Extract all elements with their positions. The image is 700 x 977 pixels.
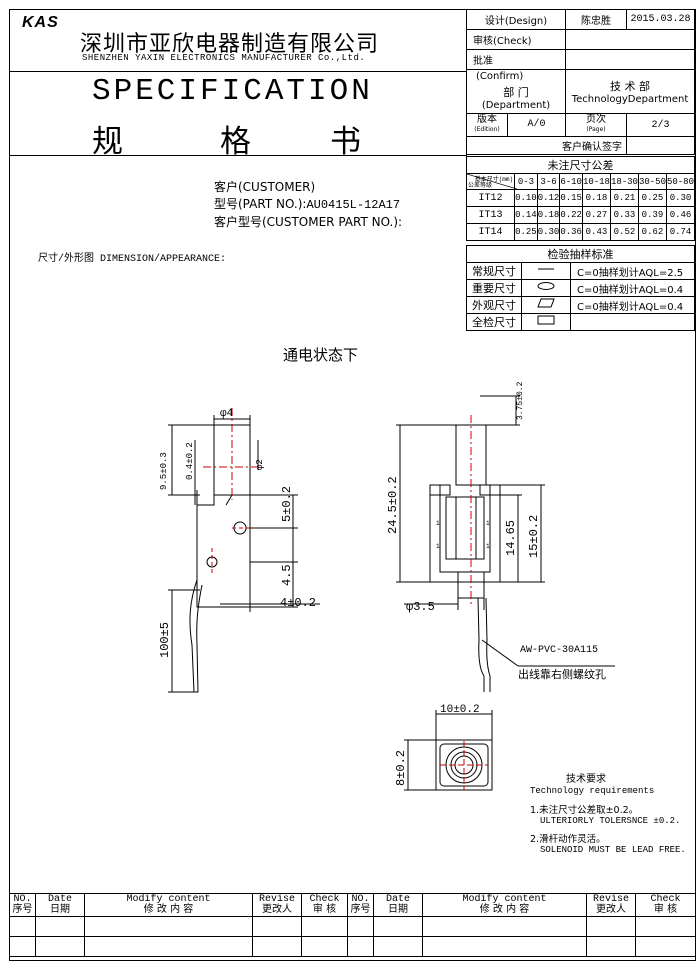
svg-text:1: 1 <box>486 520 490 527</box>
dim-24-5: 24.5±0.2 <box>386 476 400 534</box>
dim-phi3-5: φ3.5 <box>406 600 435 614</box>
table-row: 全检尺寸 <box>466 313 695 331</box>
side-view <box>168 408 320 693</box>
dim-10: 10±0.2 <box>440 704 480 716</box>
spec-title-cn-3: 书 <box>330 124 361 160</box>
page-value: 2/3 <box>626 113 695 137</box>
dimension-label: 尺寸/外形图 DIMENSION/APPEARANCE: <box>38 254 227 265</box>
technical-drawing: 1 1 1 1 φ4 9.5±0.3 0.4±0.2 φ2 <box>158 381 615 791</box>
customer-label: 客户(CUSTOMER) <box>214 180 316 194</box>
table-row <box>9 916 696 937</box>
wire-spec: AW-PVC-30A115 <box>520 645 598 656</box>
spec-title-en: SPECIFICATION <box>92 74 373 109</box>
company-name-cn: 深圳市亚欣电器制造有限公司 <box>80 32 380 57</box>
dim-4: 4±0.2 <box>280 596 316 610</box>
edition-cell: 版本 (Edition) A/0 <box>466 113 566 137</box>
table-row: 外观尺寸 C=0抽样划计AQL=0.4 <box>466 296 695 314</box>
dim-8: 8±0.2 <box>394 750 408 786</box>
table-row <box>9 936 696 957</box>
top-view <box>404 710 493 791</box>
table-row: 常规尺寸 C=0抽样划计AQL=2.5 <box>466 262 695 280</box>
requirement-1-en: ULTERIORLY TOLERSNCE ±0.2. <box>540 816 681 826</box>
department-cn: 部 门 <box>503 86 529 99</box>
dim-100: 100±5 <box>158 622 172 658</box>
company-name-en: SHENZHEN YAXIN ELECTRONICS MANUFACTURER … <box>82 53 366 63</box>
department-cell: (Confirm) 部 门 (Department) <box>466 69 566 114</box>
wire-note: 出线靠右侧螺纹孔 <box>518 667 606 682</box>
svg-text:1: 1 <box>486 543 490 550</box>
dim-4-5: 4.5 <box>280 564 294 586</box>
inspection-table: 检验抽样标准 常规尺寸 C=0抽样划计AQL=2.5 重要尺寸 C=0抽样划计A… <box>466 245 695 331</box>
table-row: IT12 0.10 0.12 0.15 0.18 0.21 0.25 0.30 <box>465 189 696 207</box>
dim-14-65: 14.65 <box>504 520 518 556</box>
customer-part-label: 客户型号(CUSTOMER PART NO.): <box>214 215 403 229</box>
table-row: IT14 0.25 0.30 0.36 0.43 0.52 0.62 0.74 <box>465 223 696 241</box>
table-row: 重要尺寸 C=0抽样划计AQL=0.4 <box>466 279 695 297</box>
requirements-title-en: Technology requirements <box>530 786 655 796</box>
svg-text:1: 1 <box>436 520 440 527</box>
requirements-title-cn: 技术要求 <box>566 774 606 785</box>
department-en: (Department) <box>481 100 551 111</box>
svg-text:1: 1 <box>436 543 440 550</box>
page-frame <box>9 9 696 961</box>
tolerance-title: 未注尺寸公差 <box>466 156 695 174</box>
title-bottom-line <box>10 155 466 156</box>
dim-phi2: φ2 <box>255 459 265 470</box>
dim-0-4: 0.4±0.2 <box>185 442 195 480</box>
part-label: 型号(PART NO.): <box>214 197 307 211</box>
confirm-label: (Confirm) <box>476 71 524 82</box>
front-view: 1 1 1 1 <box>396 395 615 692</box>
customer-sign-label: 客户确认签字 <box>466 136 627 155</box>
energized-state-label: 通电状态下 <box>283 346 359 364</box>
requirement-1-cn: 1.未注尺寸公差取±0.2。 <box>530 805 639 816</box>
spec-title-cn-2: 格 <box>220 124 251 160</box>
dim-15: 15±0.2 <box>527 515 541 558</box>
requirement-2-cn: 2.滑杆动作灵活。 <box>530 834 606 845</box>
dim-3-75: 3.75±0.2 <box>516 381 525 420</box>
part-number: AU0415L-12A17 <box>306 198 401 212</box>
company-logo: KAS <box>22 14 59 31</box>
tolerance-table: 未注尺寸公差 基本尺寸(mm) 公差等级 0-3 3-6 6-10 10-18 … <box>465 156 696 241</box>
dim-phi4: φ4 <box>220 408 234 420</box>
requirement-2-en: SOLENOID MUST BE LEAD FREE. <box>540 845 686 855</box>
part-number-row: 型号(PART NO.):AU0415L-12A17 <box>214 195 400 212</box>
table-row: IT13 0.14 0.18 0.22 0.27 0.33 0.39 0.46 <box>465 206 696 224</box>
requirements-block: 技术要求 Technology requirements 1.未注尺寸公差取±0… <box>530 770 690 855</box>
edition-value: A/0 <box>527 119 546 130</box>
dim-9-5: 9.5±0.3 <box>159 452 169 490</box>
tolerance-corner: 基本尺寸(mm) 公差等级 <box>465 173 517 190</box>
dim-5: 5±0.2 <box>280 486 294 522</box>
header-bottom-line <box>10 71 466 72</box>
approval-table: 设计(Design) 陈忠胜 2015.03.28 审核(Check) 批准 (… <box>466 9 695 155</box>
spec-title-cn-1: 规 <box>92 124 123 160</box>
